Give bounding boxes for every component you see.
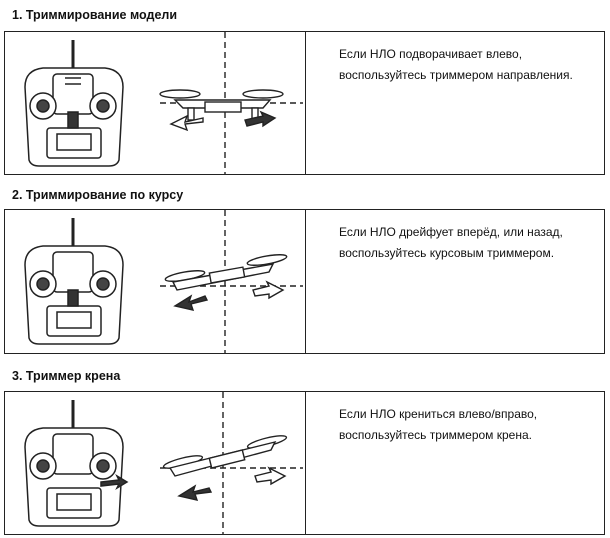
- instruction-line: Если НЛО крениться влево/вправо,: [339, 407, 538, 421]
- instruction-line: воспользуйтесь триммером крена.: [339, 428, 532, 442]
- drone-icon: [160, 392, 303, 534]
- column-divider: [305, 392, 306, 534]
- section-heading: 2. Триммирование по курсу: [12, 188, 184, 202]
- transmitter-drone-illustration: [24, 32, 303, 174]
- instruction-text: Если НЛО дрейфует вперёд, или назад, вос…: [339, 222, 599, 264]
- section-heading: 3. Триммер крена: [12, 369, 121, 383]
- column-divider: [305, 210, 306, 353]
- instruction-line: Если НЛО подворачивает влево,: [339, 47, 523, 61]
- instruction-text: Если НЛО подворачивает влево, воспользуй…: [339, 44, 599, 86]
- transmitter-icon: [24, 400, 129, 527]
- transmitter-icon: [24, 218, 124, 345]
- instruction-line: воспользуйтесь триммером направления.: [339, 68, 573, 82]
- transmitter-drone-illustration: [24, 210, 303, 353]
- column-divider: [305, 32, 306, 174]
- transmitter-drone-illustration: [24, 392, 303, 534]
- transmitter-icon: [24, 40, 124, 167]
- drone-icon: [160, 210, 303, 353]
- instruction-text: Если НЛО крениться влево/вправо, восполь…: [339, 404, 599, 446]
- section-heading: 1. Триммирование модели: [12, 8, 178, 22]
- instruction-box: Если НЛО подворачивает влево, воспользуй…: [4, 31, 605, 175]
- instruction-line: воспользуйтесь курсовым триммером.: [339, 246, 555, 260]
- drone-icon: [159, 32, 303, 174]
- instruction-box: Если НЛО дрейфует вперёд, или назад, вос…: [4, 209, 605, 354]
- instruction-line: Если НЛО дрейфует вперёд, или назад,: [339, 225, 563, 239]
- instruction-box: Если НЛО крениться влево/вправо, восполь…: [4, 391, 605, 535]
